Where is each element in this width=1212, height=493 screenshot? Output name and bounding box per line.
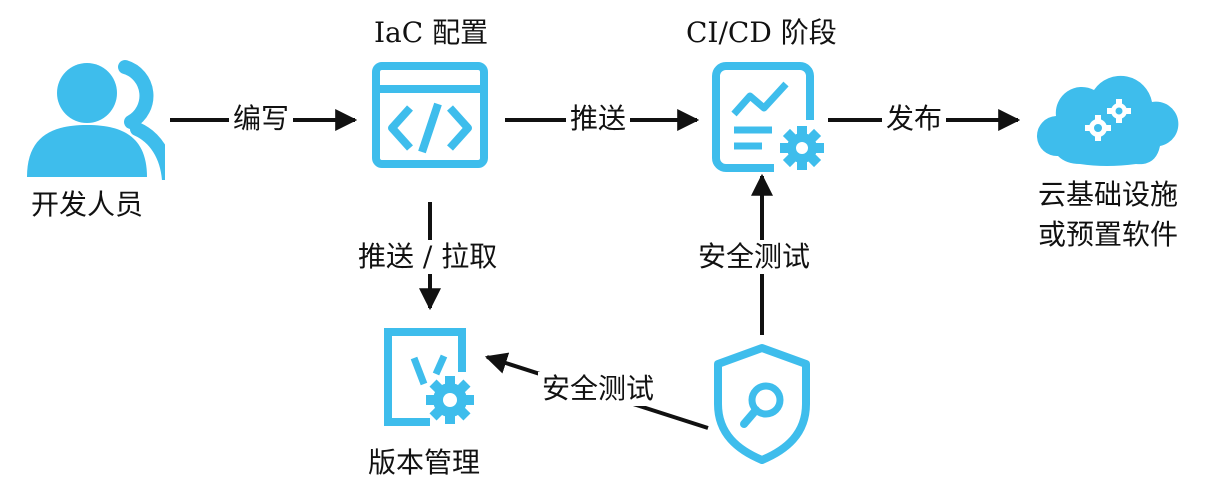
cloud-gears-icon: [1036, 75, 1179, 166]
version-control-label: 版本管理: [368, 446, 481, 479]
developer-people-icon: [27, 60, 165, 180]
developer-label: 开发人员: [31, 188, 144, 221]
version-control-gear-icon: [384, 328, 474, 426]
edge-label-security-test-up: 安全测试: [694, 240, 815, 274]
edge-label-push: 推送: [566, 102, 631, 136]
edge-label-write: 编写: [229, 102, 294, 136]
edge-label-publish: 发布: [882, 102, 947, 136]
edge-label-security-test-left: 安全测试: [538, 372, 659, 406]
iac-config-label: IaC 配置: [374, 16, 489, 49]
cicd-document-gear-icon: [712, 62, 824, 172]
edge-label-push-pull: 推送 / 拉取: [354, 240, 502, 274]
cicd-stage-label: CI/CD 阶段: [686, 16, 837, 49]
security-shield-search-icon: [714, 344, 810, 464]
cloud-label-line2: 或预置软件: [1038, 218, 1179, 251]
code-window-icon: [372, 62, 488, 168]
cloud-label-line1: 云基础设施: [1038, 178, 1179, 211]
